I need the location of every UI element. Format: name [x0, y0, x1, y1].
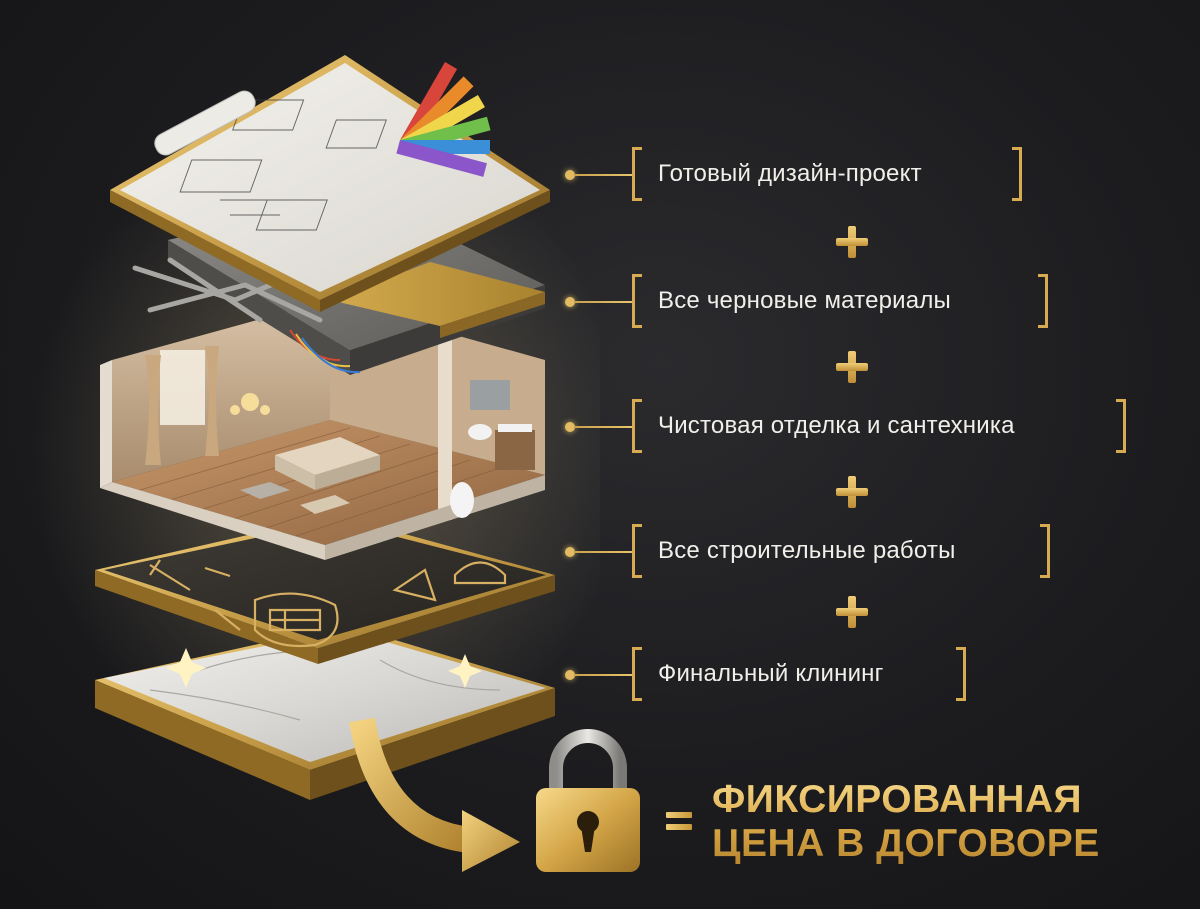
bracket-left	[632, 147, 642, 201]
bracket-left	[632, 399, 642, 453]
bracket-right	[1038, 274, 1048, 328]
connector-dot-5	[565, 670, 575, 680]
connector-dot-3	[565, 422, 575, 432]
bracket-left	[632, 647, 642, 701]
connector-line-1	[574, 174, 632, 176]
item-1: Готовый дизайн-проект	[632, 147, 1022, 201]
plus-icon	[832, 472, 872, 512]
item-1-label: Готовый дизайн-проект	[658, 160, 922, 187]
bracket-left	[632, 274, 642, 328]
connector-dot-2	[565, 297, 575, 307]
item-4-label: Все строительные работы	[658, 537, 956, 564]
item-3-label: Чистовая отделка и сантехника	[658, 412, 1015, 439]
item-5: Финальный клининг	[632, 647, 966, 701]
padlock-icon	[536, 729, 640, 872]
connector-dot-1	[565, 170, 575, 180]
plus-icon	[832, 347, 872, 387]
room-layer	[100, 300, 545, 560]
result-line-2: ЦЕНА В ДОГОВОРЕ	[712, 822, 1100, 865]
bracket-right	[1040, 524, 1050, 578]
tools-layer	[95, 515, 555, 664]
bracket-right	[1012, 147, 1022, 201]
arrow-head	[462, 810, 520, 872]
item-2-label: Все черновые материалы	[658, 287, 951, 314]
item-2: Все черновые материалы	[632, 274, 1048, 328]
layered-house-illustration	[30, 55, 600, 872]
arrow-icon	[349, 717, 472, 853]
connector-line-2	[574, 301, 632, 303]
connector-line-3	[574, 426, 632, 428]
bracket-right	[1116, 399, 1126, 453]
result-line-1: ФИКСИРОВАННАЯ	[712, 778, 1083, 821]
equals-icon	[666, 810, 692, 832]
connector-line-4	[574, 551, 632, 553]
plus-icon	[832, 222, 872, 262]
bracket-right	[956, 647, 966, 701]
item-4: Все строительные работы	[632, 524, 1050, 578]
result-text: ФИКСИРОВАННАЯ ЦЕНА В ДОГОВОРЕ	[712, 778, 1100, 866]
design-project-layer	[110, 55, 550, 312]
item-3: Чистовая отделка и сантехника	[632, 399, 1126, 453]
connector-line-5	[574, 674, 632, 676]
item-5-label: Финальный клининг	[658, 660, 884, 687]
connector-dot-4	[565, 547, 575, 557]
plus-icon	[832, 592, 872, 632]
bracket-left	[632, 524, 642, 578]
